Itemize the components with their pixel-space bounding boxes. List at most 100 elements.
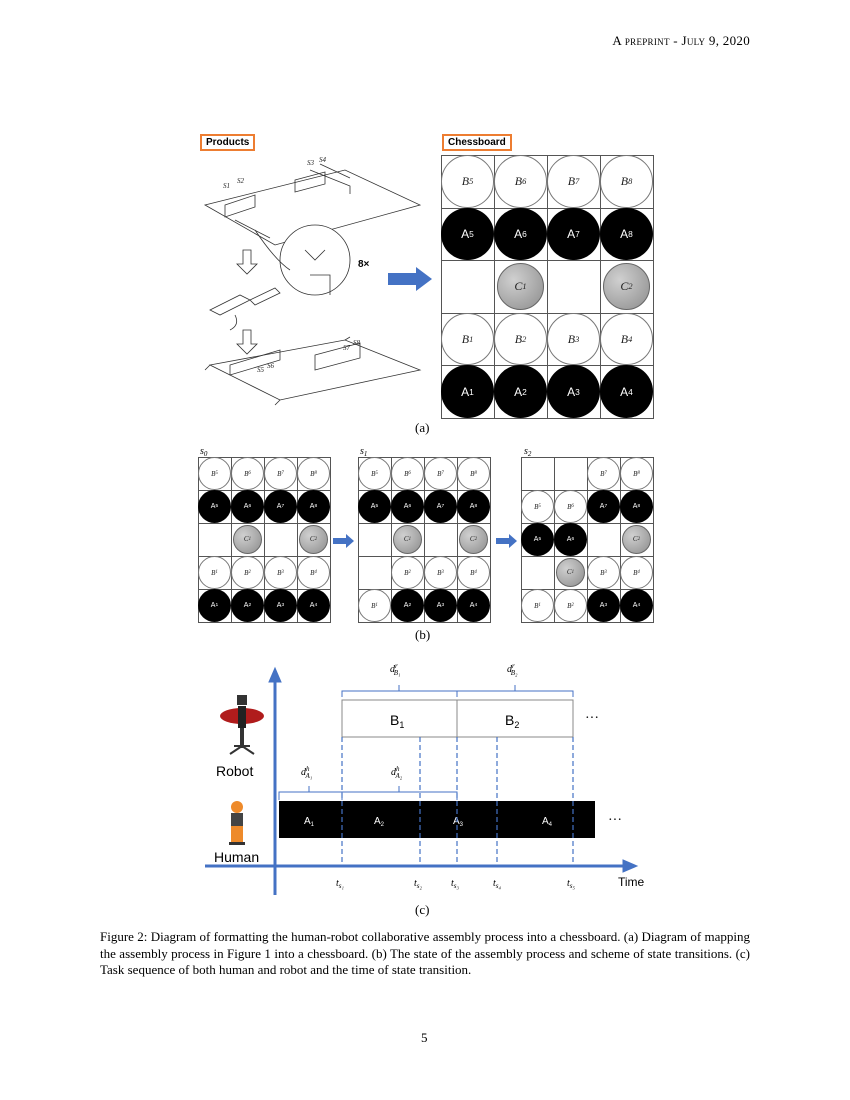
robot-task-label: B1: [390, 712, 404, 730]
piece-label-sub: 2: [637, 536, 641, 542]
piece-label: C: [309, 535, 315, 544]
piece-label: B: [371, 601, 376, 610]
piece-label-sub: 7: [575, 176, 580, 186]
piece-label-sub: 7: [441, 504, 445, 509]
piece-label-sub: 8: [637, 471, 640, 476]
piece-label-sub: 5: [538, 504, 541, 509]
piece-label-sub: 7: [604, 471, 607, 476]
piece-label-sub: 8: [628, 228, 633, 239]
piece-label: B: [437, 469, 442, 478]
piece-label: B: [310, 469, 315, 478]
piece-label: C: [403, 535, 409, 544]
robot-icon: [220, 695, 264, 755]
piece-label-sub: 2: [408, 603, 412, 608]
piece-label-sub: 7: [281, 471, 284, 476]
state-label-s1: s1: [360, 446, 368, 459]
human-task-label: A2: [374, 816, 385, 828]
piece-label-sub: 1: [215, 603, 219, 608]
human-ellipsis: ···: [608, 813, 622, 828]
piece-label: B: [567, 601, 572, 610]
time-mark-label: ts₂: [414, 878, 423, 890]
time-mark-label: ts₅: [567, 878, 576, 890]
piece-label-sub: 2: [248, 570, 251, 575]
piece-label: A: [533, 536, 539, 543]
robot-task-label: B2: [505, 712, 519, 730]
piece-label-sub: 3: [441, 570, 444, 575]
piece-label: B: [404, 568, 409, 577]
piece-label: B: [534, 601, 539, 610]
piece-label: B: [371, 469, 376, 478]
piece-label-sub: 1: [215, 570, 218, 575]
piece-label-sub: 6: [571, 504, 574, 509]
piece-label-sub: 4: [628, 334, 633, 344]
piece-label-sub: 1: [408, 536, 412, 542]
piece-label-sub: 4: [628, 386, 633, 397]
down-arrow-icon: [236, 329, 258, 355]
piece-label-sub: 2: [522, 334, 527, 344]
piece-label: C: [632, 535, 638, 544]
piece-label: A: [276, 602, 282, 609]
time-axis-label: Time: [618, 875, 645, 889]
piece-label-sub: 2: [571, 603, 574, 608]
board-cell: [198, 523, 232, 557]
human-task-bar: [279, 801, 595, 838]
piece-label: A: [210, 602, 216, 609]
piece-label: B: [277, 568, 282, 577]
piece-label-sub: 7: [441, 471, 444, 476]
screw-label: S1: [223, 182, 230, 190]
multiplier-label: 8×: [358, 259, 370, 270]
bottom-plate: [208, 339, 422, 401]
piece-label-sub: 3: [281, 603, 285, 608]
board-cell: [358, 556, 392, 590]
piece-label: B: [470, 568, 475, 577]
piece-label: A: [461, 226, 470, 241]
piece-label: A: [210, 503, 216, 510]
board-cell: [547, 260, 601, 314]
piece-label-sub: 6: [408, 504, 412, 509]
piece-label-sub: 7: [575, 228, 580, 239]
piece-label: A: [276, 503, 282, 510]
piece-label-sub: 1: [571, 569, 575, 575]
piece-label-sub: 2: [522, 386, 527, 397]
piece-label-sub: 5: [375, 504, 379, 509]
piece-label: B: [620, 173, 629, 188]
piece-label: A: [632, 602, 638, 609]
piece-label-sub: 7: [281, 504, 285, 509]
piece-label-sub: 8: [637, 504, 641, 509]
piece-label: A: [436, 503, 442, 510]
piece-label-sub: 8: [314, 504, 318, 509]
board-cell: [521, 457, 555, 491]
piece-label: A: [243, 602, 249, 609]
screw-label: S3: [307, 159, 315, 167]
piece-label: A: [469, 602, 475, 609]
figure-caption: Figure 2: Diagram of formatting the huma…: [100, 929, 750, 977]
transition-arrow-icon: [333, 534, 354, 548]
